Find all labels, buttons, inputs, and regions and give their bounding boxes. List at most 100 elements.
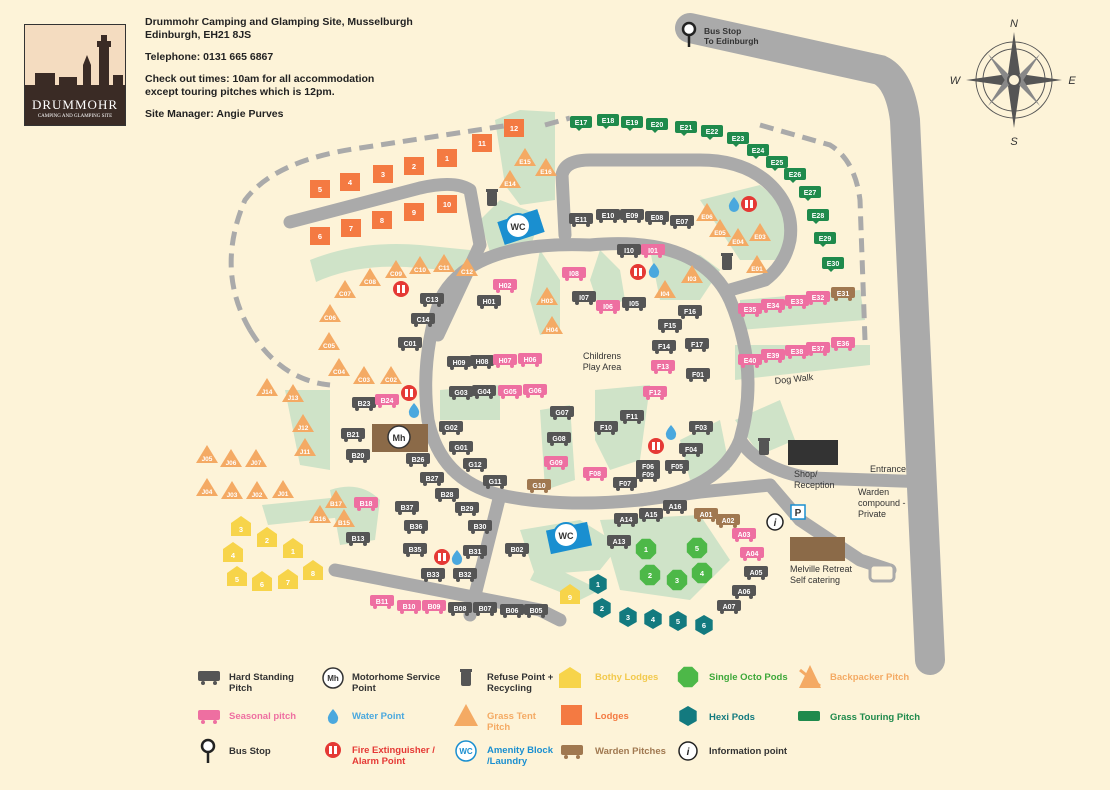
bothy-lodge-5: 5 [227,566,247,586]
checkout-times-2: except touring pitches which is 12pm. [145,86,335,98]
hard-pitch-f05: F05 [665,460,689,474]
lodge-10-7: 10 [437,195,457,213]
site-name: Drummohr Camping and Glamping Site, Muss… [145,16,413,28]
pitch-label: E33 [791,299,804,306]
pitch-label: B32 [459,572,472,579]
legend-lodges: Lodges [595,711,629,722]
pitch-label: 2 [648,571,652,580]
tent-pitch-j02: J02 [246,481,268,499]
pitch-label: F01 [692,372,704,379]
pitch-label: A04 [746,551,759,558]
pitch-label: B31 [469,549,482,556]
lodge-9-8: 9 [404,203,424,221]
pitch-label: J07 [251,460,262,467]
pitch-label: I05 [629,301,639,308]
site-info: Drummohr Camping and Glamping Site, Muss… [145,16,413,130]
pitch-label: E30 [827,261,840,268]
hard-pitch-f14: F14 [652,340,676,354]
pitch-label: H02 [499,283,512,290]
seasonal-pitch-h06: H06 [518,353,542,367]
legend-bothy-icon [559,667,581,688]
pitch-label: B30 [474,524,487,531]
tent-pitch-c10: C10 [409,256,431,274]
seasonal-pitch-b24: B24 [375,394,399,408]
pitch-label: 7 [349,224,353,233]
fire-icon [630,264,646,280]
hard-pitch-b06: B06 [500,604,524,618]
seasonal-pitch-g06: G06 [523,384,547,398]
touring-pitch-e20: E20 [646,118,668,133]
bothy-lodge-4: 4 [223,542,243,562]
hard-pitch-a13: A13 [607,535,631,549]
pitch-label: F03 [695,425,707,432]
touring-pitch-e17: E17 [570,116,592,131]
octo-pod-1: 1 [635,538,657,560]
legend-refuse-icon [460,669,472,686]
lodge-2-3: 2 [404,157,424,175]
pitch-label: H08 [476,359,489,366]
compass-w: W [950,75,962,87]
pitch-label: 12 [510,124,518,133]
hard-pitch-f16: F16 [678,305,702,319]
tent-pitch-c11: C11 [433,254,455,272]
legend-tent: Grass Tent Pitch [487,711,536,733]
seasonal-pitch-b11: B11 [370,595,394,609]
hard-pitch-b37: B37 [395,501,419,515]
pitch-label: E35 [744,307,757,314]
legend-motorhome: Motorhome Service Point [352,672,441,694]
tent-pitch-j05: J05 [196,445,218,463]
legend-tent-icon [454,704,478,726]
legend-information: Information point [709,746,788,757]
hard-pitch-g03: G03 [449,386,473,400]
seasonal-pitch-e37: E37 [806,342,830,356]
tent-pitch-c12: C12 [456,258,478,276]
fire-icon [434,549,450,565]
pitch-label: F13 [657,364,669,371]
pitch-label: J05 [202,456,213,463]
hard-pitch-f17: F17 [685,338,709,352]
legend-backpacker-icon [799,665,821,688]
bothy-lodge-9: 9 [560,584,580,604]
pitch-label: B36 [410,524,423,531]
pitch-label: E25 [771,160,784,167]
legend-fire: Fire Extinguisher / Alarm Point [352,745,435,767]
pitch-label: B27 [426,476,439,483]
hard-pitch-g11: G11 [483,475,507,489]
tent-pitch-c07: C07 [334,280,356,298]
hard-pitch-h09: H09 [447,356,471,370]
pitch-label: 11 [478,139,486,148]
svg-text:WC: WC [511,222,526,232]
pitch-label: H07 [499,358,512,365]
tent-pitch-e15: E15 [514,148,536,166]
legend-bus-icon [200,738,216,763]
hard-pitch-a06: A06 [732,585,756,599]
hard-pitch-b20: B20 [346,449,370,463]
warden-pitch-a02: A02 [716,514,740,528]
compass-s: S [1010,136,1018,148]
pitch-label: 1 [596,580,600,589]
hard-pitch-h01: H01 [477,295,501,309]
legend-warden: Warden Pitches [595,746,666,757]
touring-pitch-e23: E23 [727,132,749,147]
warden-pitch-g10: G10 [527,479,551,493]
pitch-label: E20 [651,122,664,129]
tent-pitch-j03: J03 [221,481,243,499]
fire-icon [741,196,757,212]
fire-icon [401,385,417,401]
pitch-label: G12 [468,462,481,469]
tent-pitch-c06: C06 [319,304,341,322]
legend-fire-icon [325,742,341,758]
tent-pitch-h03: H03 [536,287,558,305]
dashed-perimeter-2 [247,328,331,388]
pitch-label: J01 [278,491,289,498]
motorhome-service-icon: Mh [387,425,411,449]
pitch-label: E10 [602,213,615,220]
pitch-label: E27 [804,190,817,197]
hard-pitch-b30: B30 [468,520,492,534]
pitch-label: F08 [589,471,601,478]
pitch-label: 3 [381,170,385,179]
icon-layer [393,189,770,565]
hard-pitch-e10: E10 [596,209,620,223]
pitch-label: C04 [333,369,345,376]
